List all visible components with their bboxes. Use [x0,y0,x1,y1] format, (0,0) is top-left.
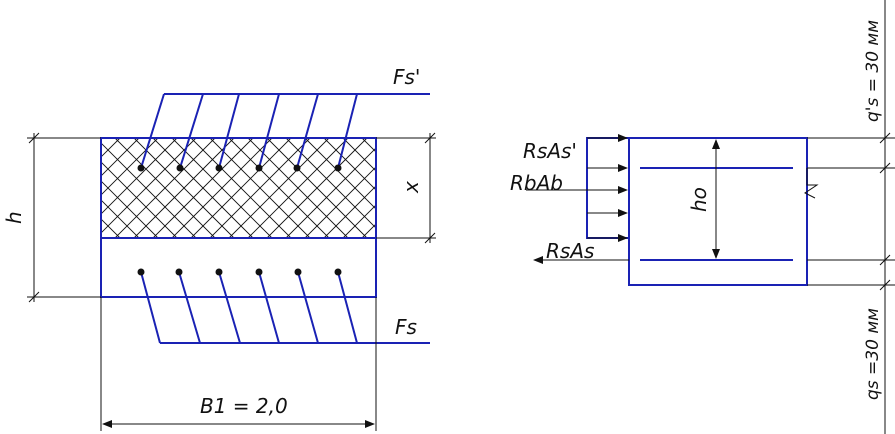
hatch-line [152,138,254,238]
label-rbab: RbAb [510,171,563,195]
cross-section: Fs' Fs h x B1 = 2,0 [2,65,519,431]
hatch-line [101,138,140,177]
compression-block [586,137,630,239]
hatch-line [101,138,197,234]
hatch-line [419,138,519,238]
hatch-line [342,204,376,238]
rebar-dot [175,268,183,276]
hatch-line [285,147,376,238]
label-qs-bottom: qs =30 мм [863,308,883,400]
rebar-dot [334,164,342,172]
rebar-dot [137,164,145,172]
hatch-line [381,138,481,238]
hatch-line [101,138,121,158]
label-h0: ho [687,187,711,212]
rebar-dot [255,164,263,172]
tension-zone [100,237,377,298]
hatch-line [228,138,330,238]
hatch-line [101,199,140,238]
label-h: h [2,211,26,224]
hatch-line [323,185,376,238]
rebar-dot [176,164,184,172]
section-outline [628,137,808,286]
rebar-dot [255,268,263,276]
rebar-dot [137,268,145,276]
label-rsas: RsAs [546,239,594,263]
label-fs-top: Fs' [393,65,420,89]
hatch-line [114,138,216,238]
force-arrows [526,134,629,264]
dimension-x: x [376,132,436,244]
hatch-line [209,138,311,238]
compression-zone-hatch [101,138,519,238]
hatch-line [101,218,121,238]
break-mark [804,168,819,199]
hatch-line [304,166,376,238]
hatch-line [342,138,376,172]
hatch-line [247,138,349,238]
hatch-line [266,138,368,238]
bottom-rebar-leaders [140,271,430,344]
label-b1: B1 = 2,0 [200,394,288,418]
hatch-line [381,138,481,238]
hatch-line [419,138,519,238]
hatch-line [190,138,292,238]
hatch-line [133,138,235,238]
label-fs-bottom: Fs [395,315,417,339]
label-rsas-top: RsAs' [523,139,577,163]
stress-diagram: ho RsAs' RbAb RsAs q's = 30 мм [510,0,895,434]
label-x: x [399,181,423,194]
top-rebar-leaders [140,93,430,169]
rebar-dot [334,268,342,276]
hatch-line [101,138,178,215]
hatch-line [101,138,159,196]
dimension-h0: ho [687,139,720,259]
rebar-dot [293,164,301,172]
bottom-rebars [137,268,342,276]
label-qs-top: q's = 30 мм [863,20,883,122]
rebar-dot [215,268,223,276]
rebar-dot [294,268,302,276]
dimension-b1: B1 = 2,0 [100,297,377,431]
dimension-h: h [2,132,101,303]
top-rebars [137,164,342,172]
rebar-dot [215,164,223,172]
dimension-qs: q's = 30 мм qs =30 мм [807,0,895,434]
hatch-line [171,138,273,238]
